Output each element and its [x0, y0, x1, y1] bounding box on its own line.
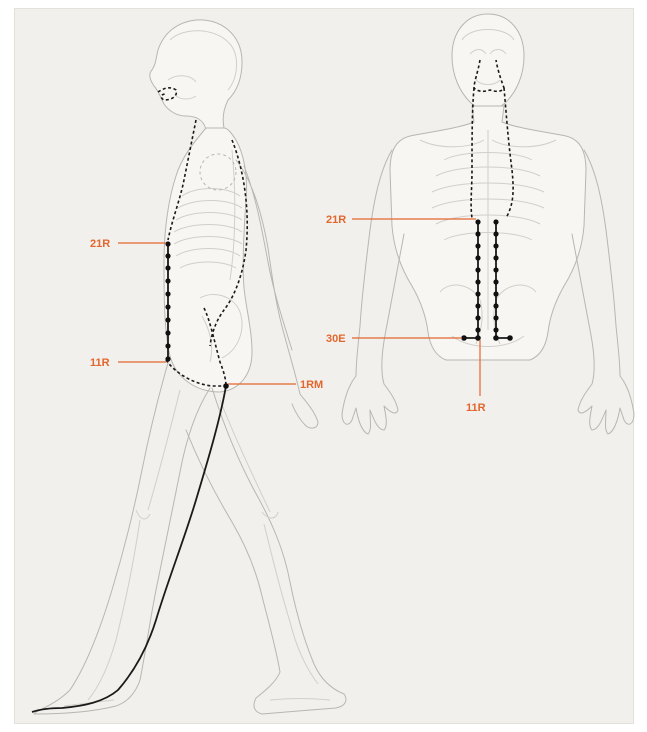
- acupoint: [475, 279, 480, 284]
- acupoint: [475, 243, 480, 248]
- acupoint: [165, 253, 170, 258]
- acupoint: [475, 219, 480, 224]
- acupoint: [493, 279, 498, 284]
- label-front-30e: 30E: [326, 333, 346, 345]
- front-head: [452, 14, 524, 110]
- acupoint: [493, 231, 498, 236]
- acupoint: [475, 231, 480, 236]
- side-torso: [164, 128, 252, 392]
- acupoint: [475, 255, 480, 260]
- acupoint: [165, 356, 170, 361]
- acupoint: [475, 291, 480, 296]
- side-head: [150, 20, 242, 130]
- acupoint: [165, 317, 170, 322]
- acupoint: [493, 243, 498, 248]
- acupoint: [493, 327, 498, 332]
- side-front-leg-bones: [220, 400, 318, 684]
- acupoint: [165, 330, 170, 335]
- acupoint: [475, 303, 480, 308]
- acupoint: [507, 335, 513, 341]
- acupoint: [475, 315, 480, 320]
- side-channel-leg: [32, 386, 226, 712]
- acupoint: [493, 315, 498, 320]
- side-back-leg: [34, 356, 210, 714]
- acupoint: [493, 267, 498, 272]
- acupoint: [461, 335, 467, 341]
- label-side-21r: 21R: [90, 238, 110, 250]
- label-side-1rm: 1RM: [300, 379, 323, 391]
- acupoint: [493, 303, 498, 308]
- acupoint: [493, 219, 498, 224]
- acupoint: [475, 335, 481, 341]
- label-front-21r: 21R: [326, 214, 346, 226]
- acupoint: [165, 278, 170, 283]
- front-figure: 21R 30E 11R: [326, 14, 634, 434]
- acupoint: [165, 241, 170, 246]
- acupoint: [493, 255, 498, 260]
- side-back-leg-bones: [88, 390, 180, 700]
- acupoint: [493, 291, 498, 296]
- acupoint: [165, 343, 170, 348]
- acupoint: [475, 327, 480, 332]
- acupoint: [475, 267, 480, 272]
- side-front-leg: [186, 388, 346, 714]
- acupoint-1rm: [223, 383, 229, 389]
- acupoint: [165, 265, 170, 270]
- side-figure: 21R 11R 1RM: [32, 20, 346, 714]
- acupoint: [165, 291, 170, 296]
- label-side-11r: 11R: [90, 357, 110, 369]
- label-front-11r: 11R: [466, 402, 486, 414]
- acupoint: [165, 304, 170, 309]
- acupoint: [493, 335, 499, 341]
